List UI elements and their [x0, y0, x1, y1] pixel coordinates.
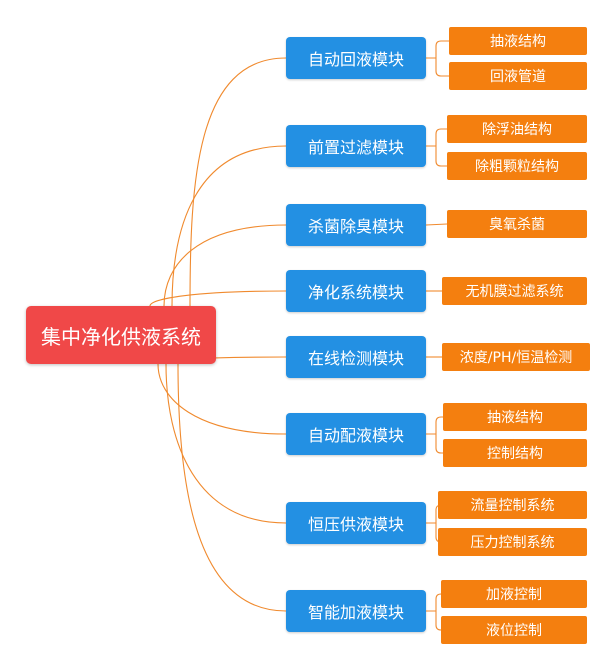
- module-label: 恒压供液模块: [307, 515, 404, 534]
- leaf-label: 无机膜过滤系统: [465, 284, 564, 300]
- module-node-3[interactable]: 杀菌除臭模块: [286, 204, 426, 246]
- module-label: 智能加液模块: [307, 603, 404, 622]
- module-label: 前置过滤模块: [307, 138, 404, 157]
- leaf-label: 抽液结构: [487, 410, 543, 426]
- module-label: 在线检测模块: [307, 349, 404, 368]
- leaf-label: 流量控制系统: [470, 498, 555, 514]
- leaf-node-6-2[interactable]: 控制结构: [443, 439, 587, 467]
- module-label: 自动回液模块: [307, 50, 404, 69]
- leaf-label: 压力控制系统: [470, 535, 555, 551]
- leaf-node-2-2[interactable]: 除粗颗粒结构: [447, 152, 587, 180]
- module-node-2[interactable]: 前置过滤模块: [286, 125, 426, 167]
- module-to-leaf-edge-3: [425, 223, 448, 226]
- module-label: 杀菌除臭模块: [307, 217, 404, 236]
- module-label: 自动配液模块: [307, 426, 404, 445]
- root-to-module-edge-8: [177, 363, 287, 612]
- leaf-label: 除粗颗粒结构: [475, 159, 559, 175]
- root-to-module-edge-1: [189, 57, 287, 307]
- leaf-node-8-2[interactable]: 液位控制: [441, 616, 587, 644]
- root-to-module-edge-6: [157, 363, 287, 435]
- leaf-label: 浓度/PH/恒温检测: [459, 350, 573, 366]
- root-to-module-edge-3: [163, 224, 287, 307]
- module-to-leaf-bracket-6: [426, 416, 443, 454]
- root-to-module-edge-7: [165, 363, 287, 524]
- root-to-module-edge-4: [149, 290, 287, 307]
- leaf-node-3-1[interactable]: 臭氧杀菌: [447, 210, 587, 238]
- leaf-label: 抽液结构: [490, 34, 546, 50]
- root-label: 集中净化供液系统: [41, 324, 201, 349]
- leaf-node-4-1[interactable]: 无机膜过滤系统: [442, 277, 587, 305]
- leaf-node-2-1[interactable]: 除浮油结构: [447, 115, 587, 143]
- root-to-module-edge-2: [171, 145, 287, 307]
- leaf-node-6-1[interactable]: 抽液结构: [443, 403, 587, 431]
- leaf-label: 回液管道: [490, 69, 546, 85]
- leaf-node-5-1[interactable]: 浓度/PH/恒温检测: [442, 343, 590, 371]
- leaf-label: 加液控制: [486, 587, 542, 603]
- leaf-label: 除浮油结构: [482, 122, 552, 138]
- leaf-node-1-1[interactable]: 抽液结构: [449, 27, 587, 55]
- module-node-7[interactable]: 恒压供液模块: [286, 502, 426, 544]
- module-node-8[interactable]: 智能加液模块: [286, 590, 426, 632]
- leaf-node-1-2[interactable]: 回液管道: [449, 62, 587, 90]
- module-to-leaf-bracket-1: [426, 40, 449, 77]
- leaf-label: 液位控制: [486, 623, 542, 639]
- module-node-1[interactable]: 自动回液模块: [286, 37, 426, 79]
- leaf-label: 臭氧杀菌: [489, 217, 545, 233]
- leaf-node-7-2[interactable]: 压力控制系统: [438, 528, 587, 556]
- leaf-label: 控制结构: [487, 446, 543, 462]
- leaf-node-7-1[interactable]: 流量控制系统: [438, 491, 587, 519]
- module-node-5[interactable]: 在线检测模块: [286, 336, 426, 378]
- module-node-4[interactable]: 净化系统模块: [286, 270, 426, 312]
- module-to-leaf-bracket-8: [426, 593, 442, 631]
- leaf-node-8-1[interactable]: 加液控制: [441, 580, 587, 608]
- module-node-6[interactable]: 自动配液模块: [286, 413, 426, 455]
- module-label: 净化系统模块: [307, 283, 404, 302]
- root-node[interactable]: 集中净化供液系统: [26, 306, 216, 364]
- module-to-leaf-bracket-2: [426, 128, 447, 167]
